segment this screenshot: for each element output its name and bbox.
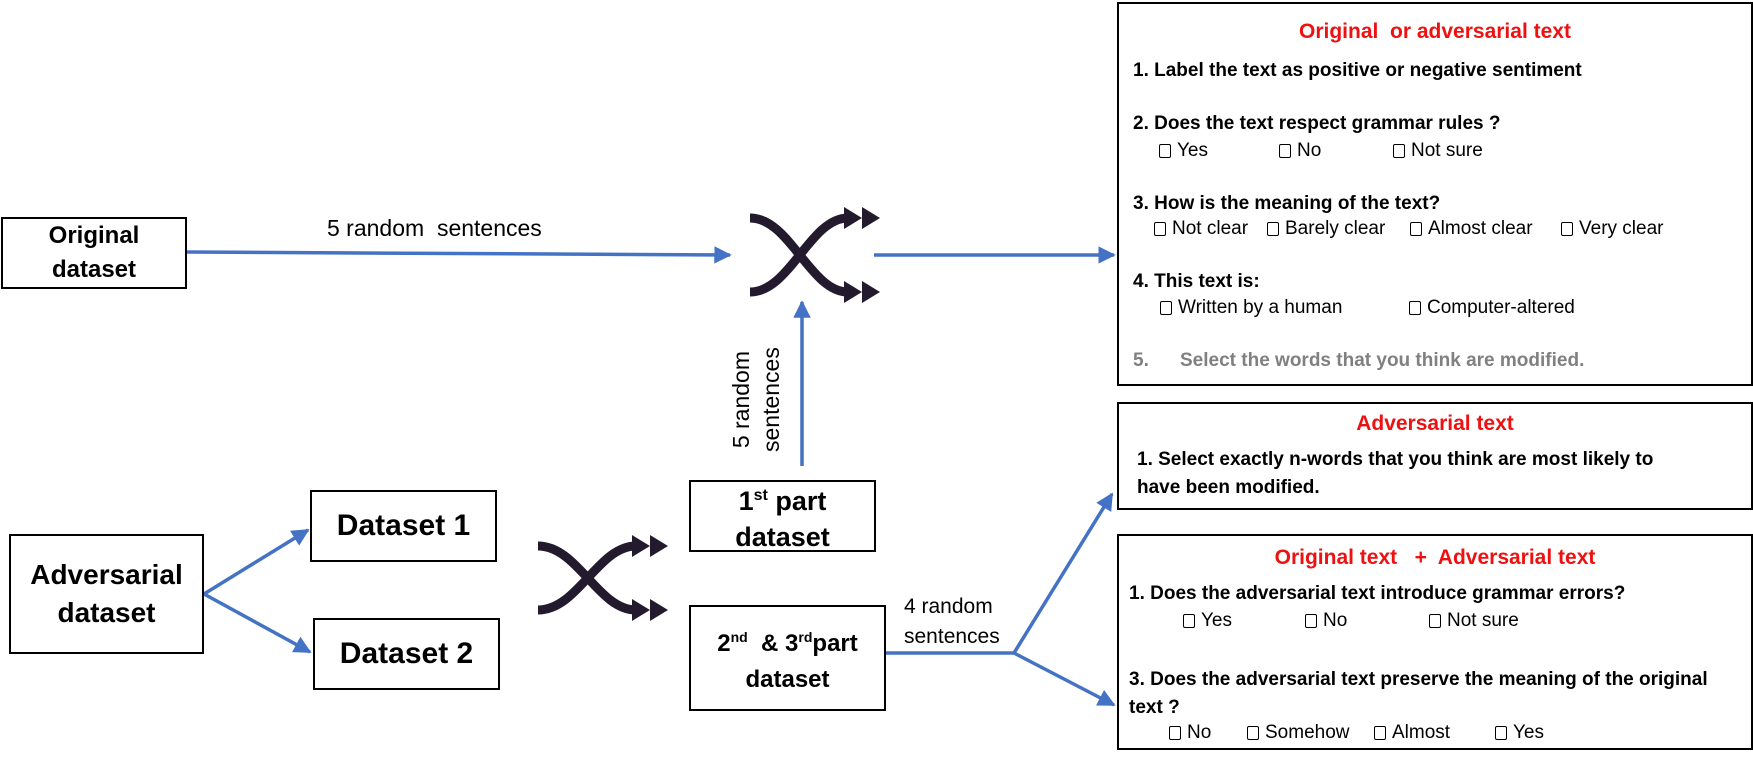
shuffle-icon — [862, 281, 880, 303]
edge-label-line: 5 random — [728, 350, 754, 449]
option-written-by-human[interactable]: Written by a human — [1160, 297, 1342, 319]
question-3: 3. How is the meaning of the text? — [1133, 193, 1441, 214]
option-very-clear[interactable]: Very clear — [1561, 218, 1663, 240]
option-yes[interactable]: Yes — [1159, 140, 1208, 162]
option-not-clear[interactable]: Not clear — [1154, 218, 1248, 240]
checkbox-icon[interactable] — [1160, 301, 1172, 315]
panel-title: Original text + Adversarial text — [1274, 546, 1596, 569]
edge-label-original: 5 random sentences — [327, 215, 542, 241]
node-label: Dataset 1 — [336, 509, 471, 542]
node-label: 2nd & 3rdpart — [717, 628, 858, 657]
question-1: 1. Label the text as positive or negativ… — [1133, 60, 1582, 81]
option-barely-clear[interactable]: Barely clear — [1267, 218, 1385, 240]
question-1: 1. Select exactly n-words that you think… — [1137, 449, 1654, 498]
panel-title: Adversarial text — [1356, 412, 1514, 435]
edge-label-part1: 5 random sentences — [726, 347, 786, 452]
node-label: dataset — [51, 256, 137, 283]
shuffle-icon — [537, 535, 650, 621]
question-2: 2. Does the text respect grammar rules ? — [1133, 113, 1501, 134]
option-not-sure[interactable]: Not sure — [1393, 140, 1483, 162]
option-almost[interactable]: Almost — [1374, 722, 1450, 744]
option-no[interactable]: No — [1279, 140, 1321, 162]
option-no[interactable]: No — [1305, 610, 1347, 632]
checkbox-icon[interactable] — [1429, 614, 1441, 628]
arrow-to-adversarial-panel — [1012, 492, 1114, 654]
checkbox-icon[interactable] — [1393, 144, 1405, 158]
checkbox-icon[interactable] — [1267, 222, 1279, 236]
arrow-adversarial-to-dataset2 — [203, 592, 312, 654]
node-label: dataset — [745, 665, 830, 693]
edge-label-line: sentences — [904, 625, 1000, 648]
edge-label-line: 4 random — [904, 595, 993, 618]
node-label: dataset — [57, 597, 156, 628]
node-label: 1st part — [738, 485, 827, 516]
arrow-original-to-shuffle — [186, 246, 732, 264]
adversarial-dataset-node: Adversarial dataset — [9, 534, 204, 654]
question-3: 3. Does the adversarial text preserve th… — [1129, 669, 1708, 718]
node-label: Original — [48, 222, 140, 249]
edge-label-part23: 4 random sentences — [904, 592, 1000, 652]
checkbox-icon[interactable] — [1409, 301, 1421, 315]
question-5: Select the words that you think are modi… — [1180, 350, 1585, 371]
option-yes[interactable]: Yes — [1183, 610, 1232, 632]
shuffle-icon — [650, 535, 668, 557]
option-no[interactable]: No — [1169, 722, 1211, 744]
checkbox-icon[interactable] — [1183, 614, 1195, 628]
shuffle-icon — [650, 599, 668, 621]
edge-label-line: sentences — [758, 347, 784, 452]
checkbox-icon[interactable] — [1410, 222, 1422, 236]
checkbox-icon[interactable] — [1374, 726, 1386, 740]
option-computer-altered[interactable]: Computer-altered — [1409, 297, 1575, 319]
dataset1-node: Dataset 1 — [310, 490, 497, 562]
node-label: Adversarial — [30, 559, 183, 590]
checkbox-icon[interactable] — [1305, 614, 1317, 628]
node-label: dataset — [735, 521, 830, 552]
question-1: 1. Does the adversarial text introduce g… — [1129, 583, 1626, 604]
question-5-number: 5. — [1133, 350, 1149, 371]
node-label: Dataset 2 — [339, 637, 474, 670]
second-third-part-dataset-node: 2nd & 3rdpart dataset — [689, 605, 886, 711]
checkbox-icon[interactable] — [1561, 222, 1573, 236]
original-or-adversarial-panel: Original or adversarial text 1. Label th… — [1117, 2, 1753, 386]
shuffle-icon — [862, 207, 880, 229]
option-somehow[interactable]: Somehow — [1247, 722, 1350, 744]
arrow-to-original-plus-adversarial-panel — [1013, 651, 1116, 707]
checkbox-icon[interactable] — [1154, 222, 1166, 236]
question-4: 4. This text is: — [1133, 271, 1260, 292]
shuffle-icon — [749, 207, 862, 303]
adversarial-text-panel: Adversarial text 1. Select exactly n-wor… — [1117, 402, 1753, 510]
first-part-dataset-node: 1st part dataset — [689, 480, 876, 552]
option-not-sure[interactable]: Not sure — [1429, 610, 1519, 632]
original-plus-adversarial-panel: Original text + Adversarial text 1. Does… — [1117, 534, 1753, 750]
original-dataset-node: Original dataset — [1, 217, 187, 289]
checkbox-icon[interactable] — [1495, 726, 1507, 740]
option-almost-clear[interactable]: Almost clear — [1410, 218, 1533, 240]
panel-title: Original or adversarial text — [1299, 20, 1571, 43]
dataset2-node: Dataset 2 — [313, 618, 500, 690]
arrow-adversarial-to-dataset1 — [203, 528, 310, 596]
checkbox-icon[interactable] — [1159, 144, 1171, 158]
checkbox-icon[interactable] — [1247, 726, 1259, 740]
checkbox-icon[interactable] — [1279, 144, 1291, 158]
option-yes[interactable]: Yes — [1495, 722, 1544, 744]
checkbox-icon[interactable] — [1169, 726, 1181, 740]
